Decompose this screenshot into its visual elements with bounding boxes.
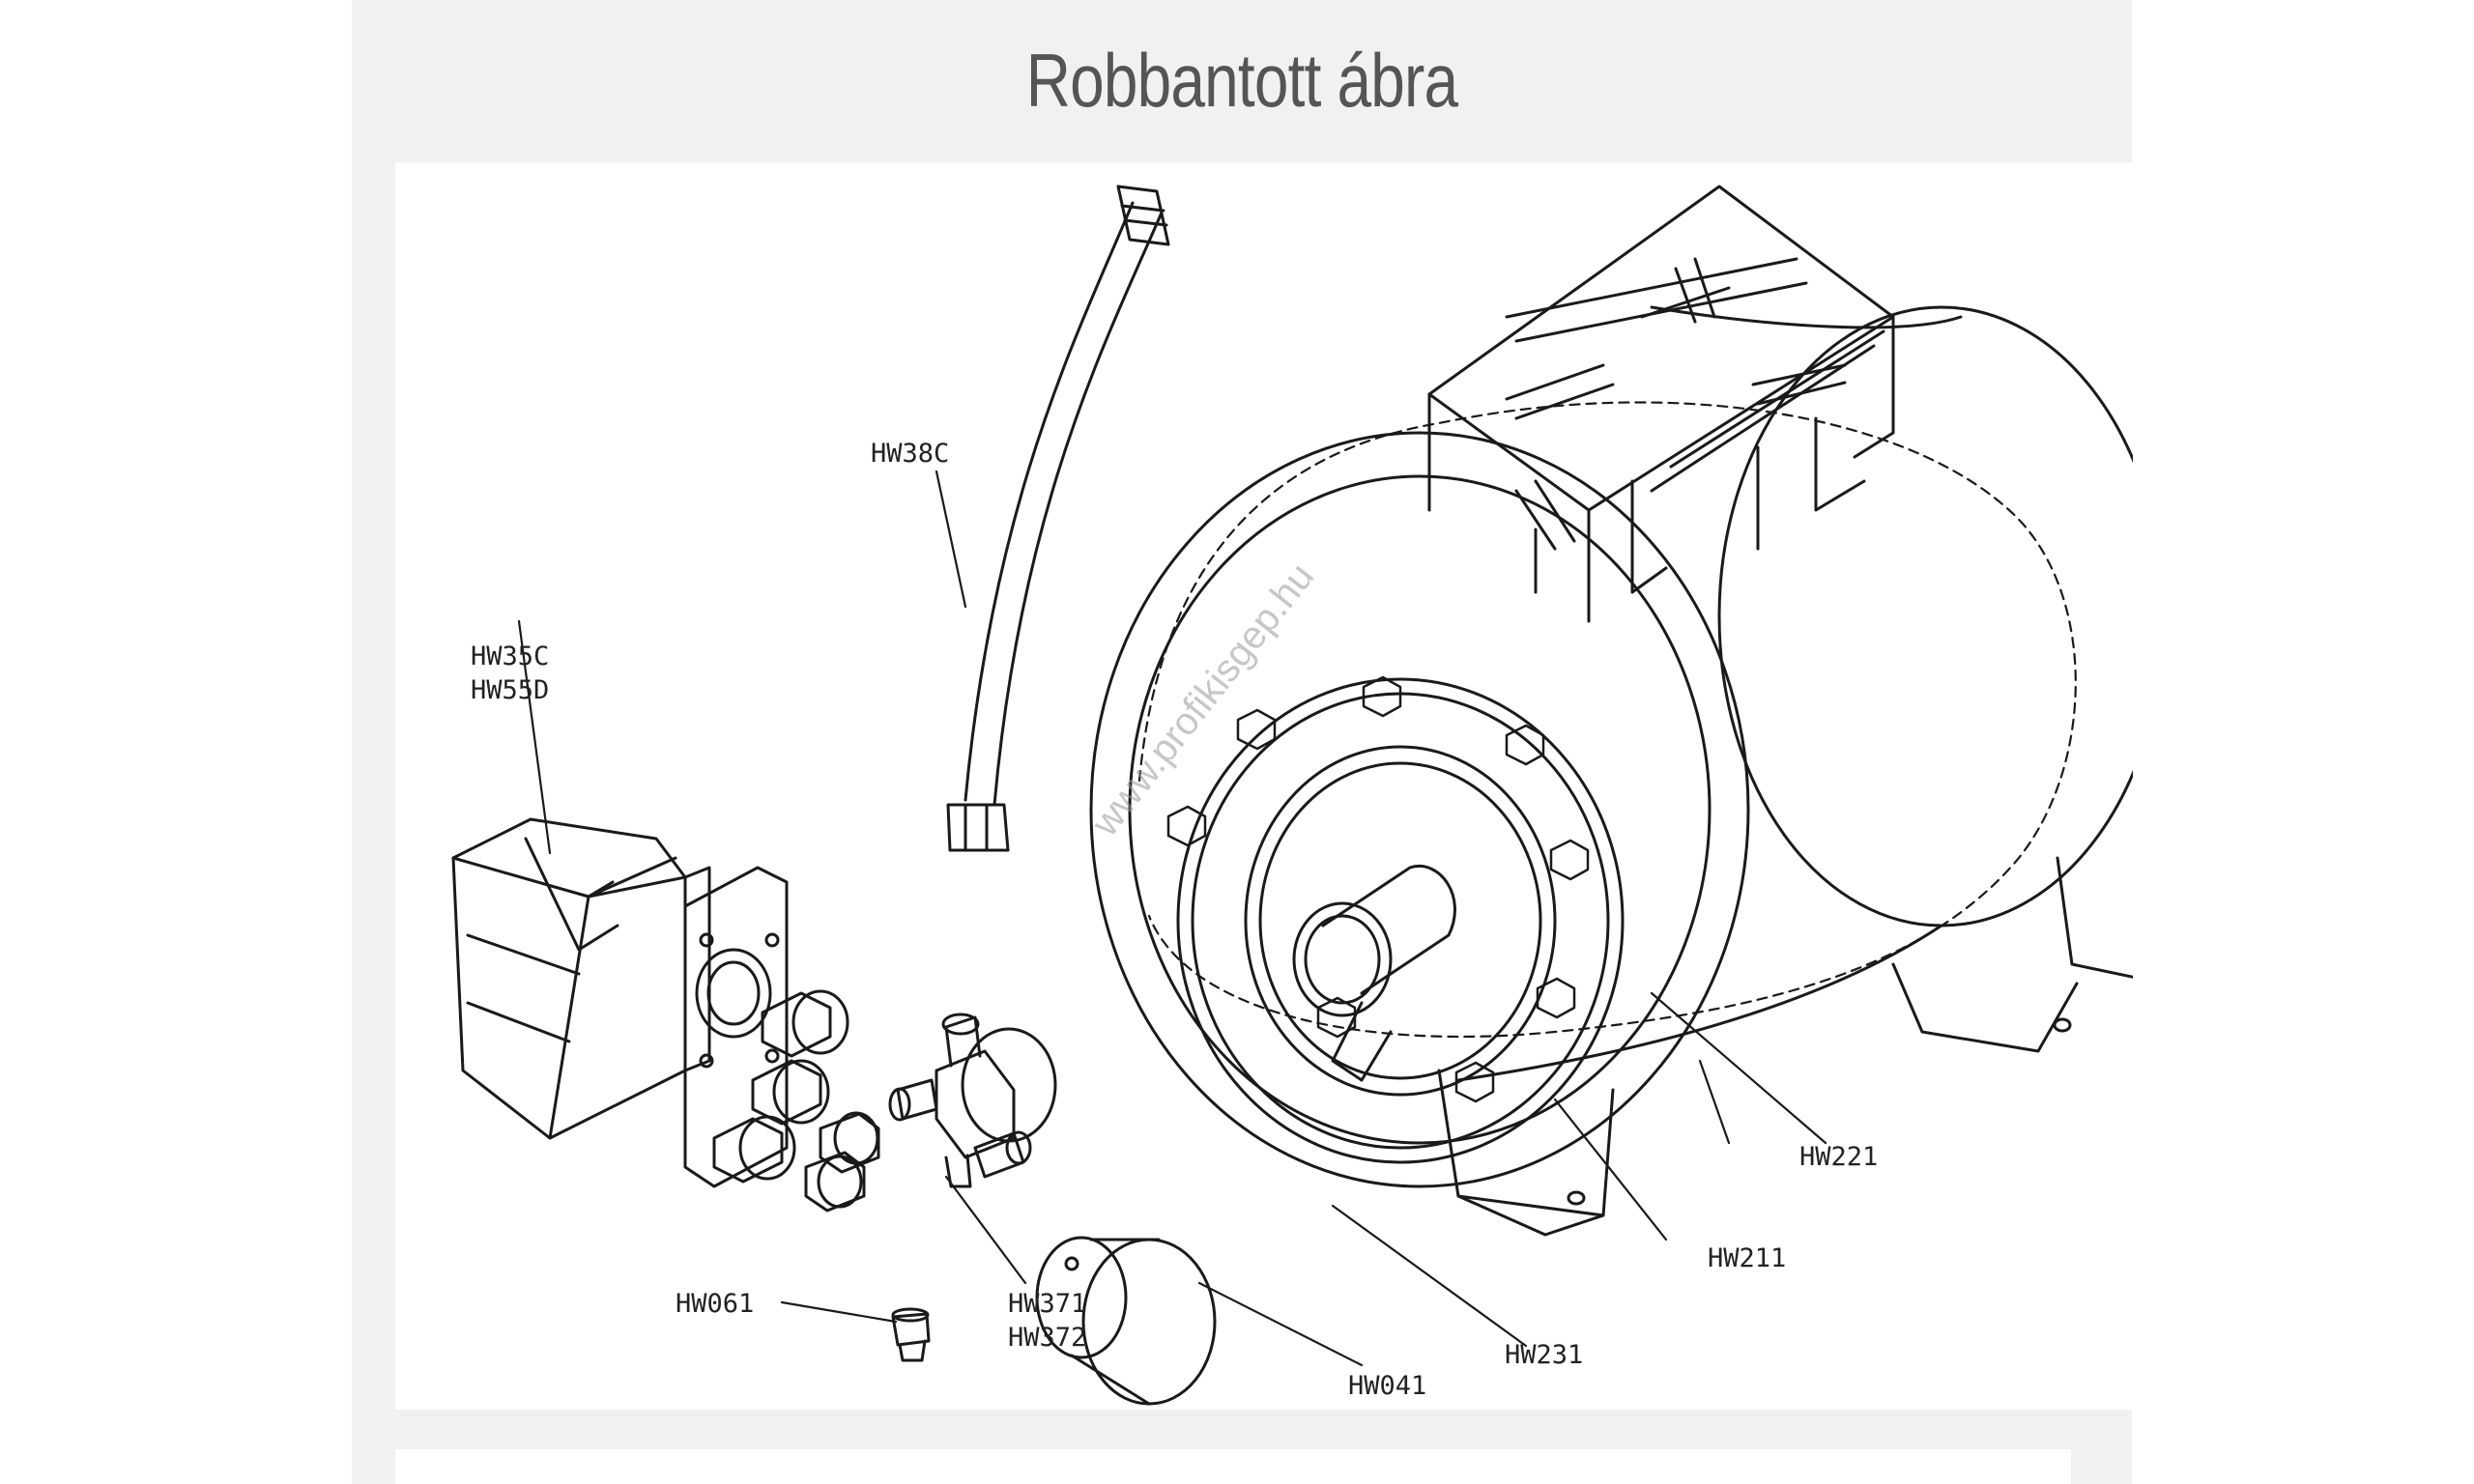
flexible-hose-drawing (946, 185, 1170, 852)
label-hw371: HW371 (1008, 1289, 1086, 1319)
section-title: Robbantott ábra (1025, 38, 1458, 123)
label-hw372: HW372 (1008, 1323, 1086, 1353)
label-hw041: HW041 (1348, 1371, 1426, 1401)
label-hw35c: HW35C (471, 642, 549, 671)
valve-drawing (891, 1307, 931, 1362)
label-hw38c: HW38C (871, 439, 949, 469)
exploded-diagram: HW38C HW35C HW55D HW061 HW371 HW372 HW04… (395, 162, 2133, 1410)
next-content-strip (395, 1449, 2071, 1484)
diagram-svg: HW38C HW35C HW55D HW061 HW371 HW372 HW04… (451, 185, 2133, 1406)
pressure-switch-drawing (451, 817, 880, 1213)
label-hw061: HW061 (676, 1289, 754, 1319)
five-way-connector-drawing (888, 1013, 1057, 1188)
gauge-drawing (1035, 1236, 1217, 1406)
label-hw221: HW221 (1799, 1142, 1878, 1172)
label-hw211: HW211 (1708, 1243, 1786, 1273)
pressure-tank-drawing (1089, 185, 2133, 1237)
leader-lines (517, 470, 1827, 1367)
label-hw55d: HW55D (471, 675, 549, 705)
label-hw231: HW231 (1505, 1340, 1583, 1370)
